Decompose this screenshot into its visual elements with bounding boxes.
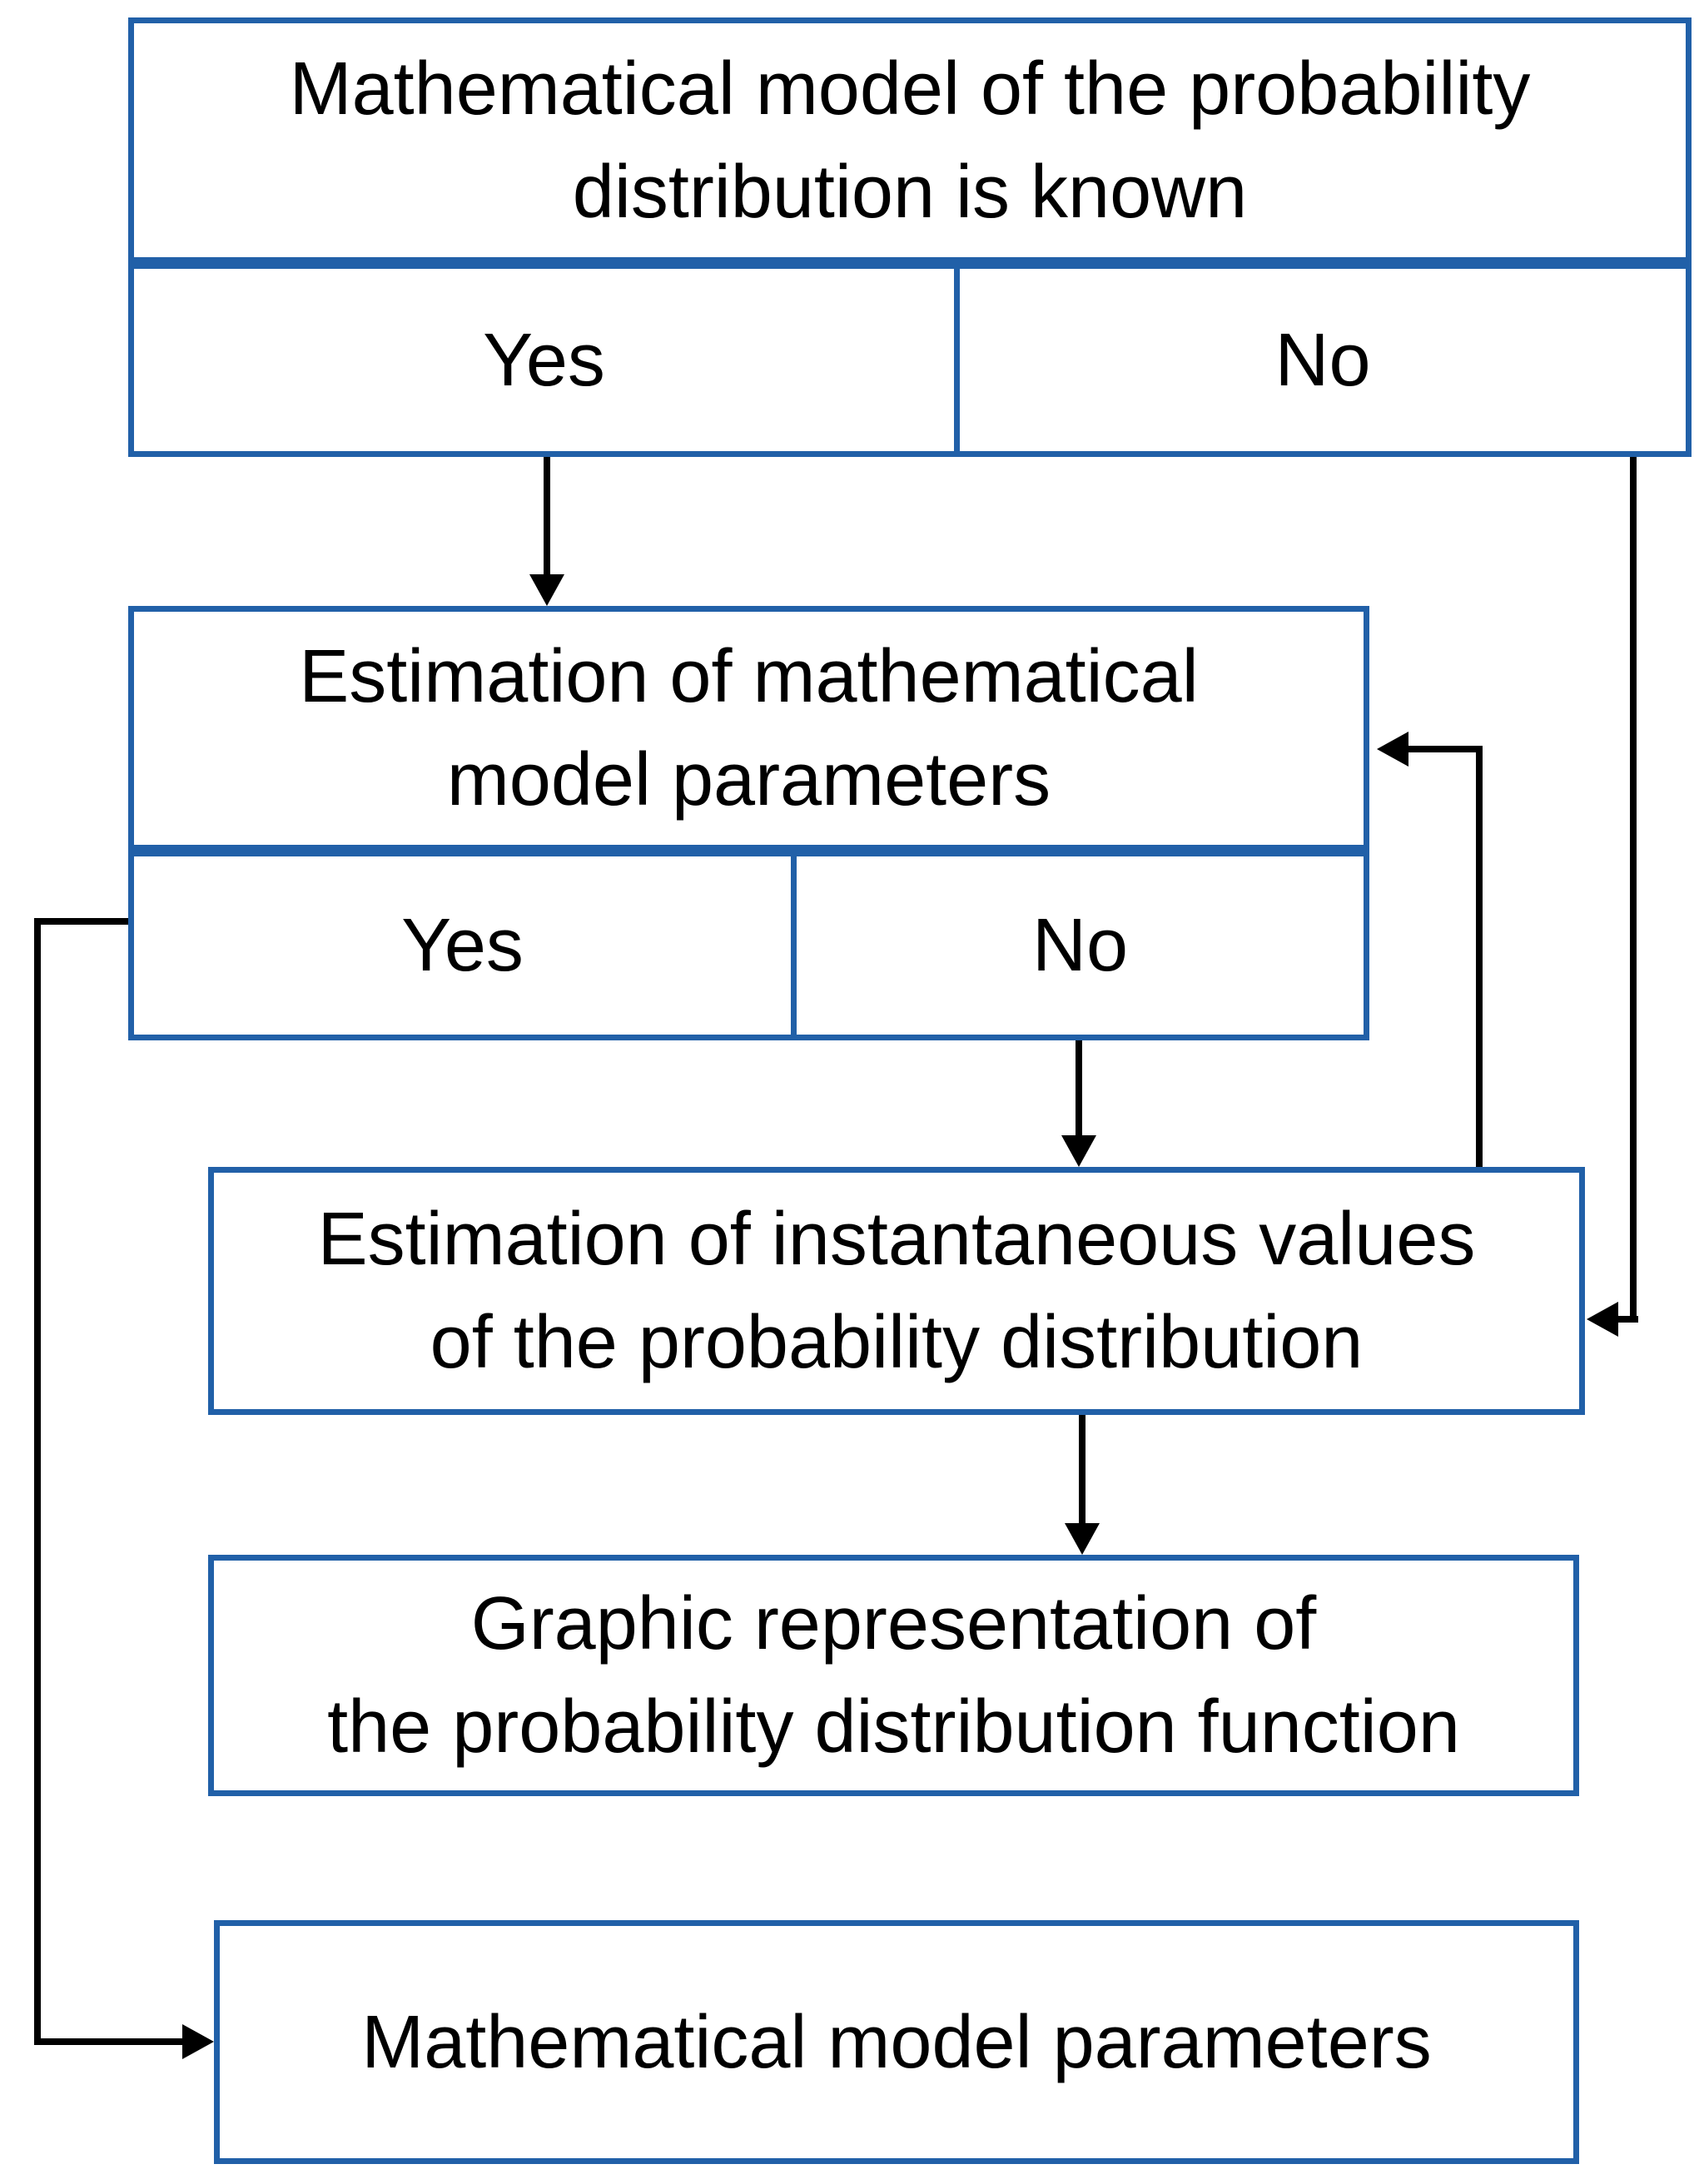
node-estimate-instantaneous: Estimation of instantaneous values of th…	[208, 1167, 1585, 1415]
node-model-known-label: Mathematical model of the probability di…	[289, 47, 1531, 234]
arrowhead-down-icon	[1061, 1135, 1096, 1167]
node-model-parameters-label: Mathematical model parameters	[361, 2000, 1432, 2084]
edge-no-branch-vertical-line	[1630, 457, 1637, 1323]
node-estimate-params-branch-row: Yes No	[128, 851, 1369, 1040]
node-model-known-yes-cell: Yes	[134, 269, 954, 451]
node-estimate-params-yes-label: Yes	[401, 904, 524, 987]
node-estimate-params-no-cell: No	[797, 856, 1364, 1035]
edge-yes-branch-bottom-line	[34, 2038, 182, 2045]
node-estimate-instantaneous-label: Estimation of instantaneous values of th…	[317, 1198, 1476, 1384]
node-model-known-branch-row: Yes No	[128, 263, 1692, 457]
node-estimate-params-yes-cell: Yes	[134, 856, 791, 1035]
edge-no-to-instantaneous-line	[1076, 1040, 1082, 1135]
node-estimate-params: Estimation of mathematical model paramet…	[128, 606, 1369, 851]
node-model-known-no-cell: No	[960, 269, 1686, 451]
edge-no-branch-horizontal-line	[1618, 1316, 1638, 1323]
yes-no-divider	[791, 856, 797, 1035]
node-model-known: Mathematical model of the probability di…	[128, 17, 1692, 263]
node-estimate-params-no-label: No	[1031, 904, 1129, 987]
node-estimate-params-label: Estimation of mathematical model paramet…	[299, 635, 1199, 821]
arrowhead-left-icon	[1377, 732, 1408, 767]
edge-yes-branch-top-line	[34, 918, 128, 925]
node-model-known-yes-label: Yes	[483, 318, 605, 402]
node-model-parameters: Mathematical model parameters	[214, 1920, 1579, 2164]
edge-yes-to-estimate-params-line	[544, 457, 550, 574]
node-graphic-representation-label: Graphic representation of the probabilit…	[327, 1582, 1460, 1769]
arrowhead-right-icon	[182, 2024, 214, 2059]
arrowhead-down-icon	[1065, 1523, 1100, 1555]
node-model-known-no-label: No	[1274, 318, 1371, 402]
edge-feedback-vertical-line	[1476, 746, 1483, 1167]
yes-no-divider	[954, 269, 960, 451]
edge-yes-branch-vertical-line	[34, 918, 41, 2045]
edge-feedback-horizontal-line	[1408, 746, 1483, 752]
arrowhead-down-icon	[529, 574, 564, 606]
edge-instantaneous-to-graphic-line	[1079, 1415, 1085, 1523]
node-graphic-representation: Graphic representation of the probabilit…	[208, 1555, 1579, 1796]
arrowhead-left-icon	[1587, 1302, 1618, 1337]
